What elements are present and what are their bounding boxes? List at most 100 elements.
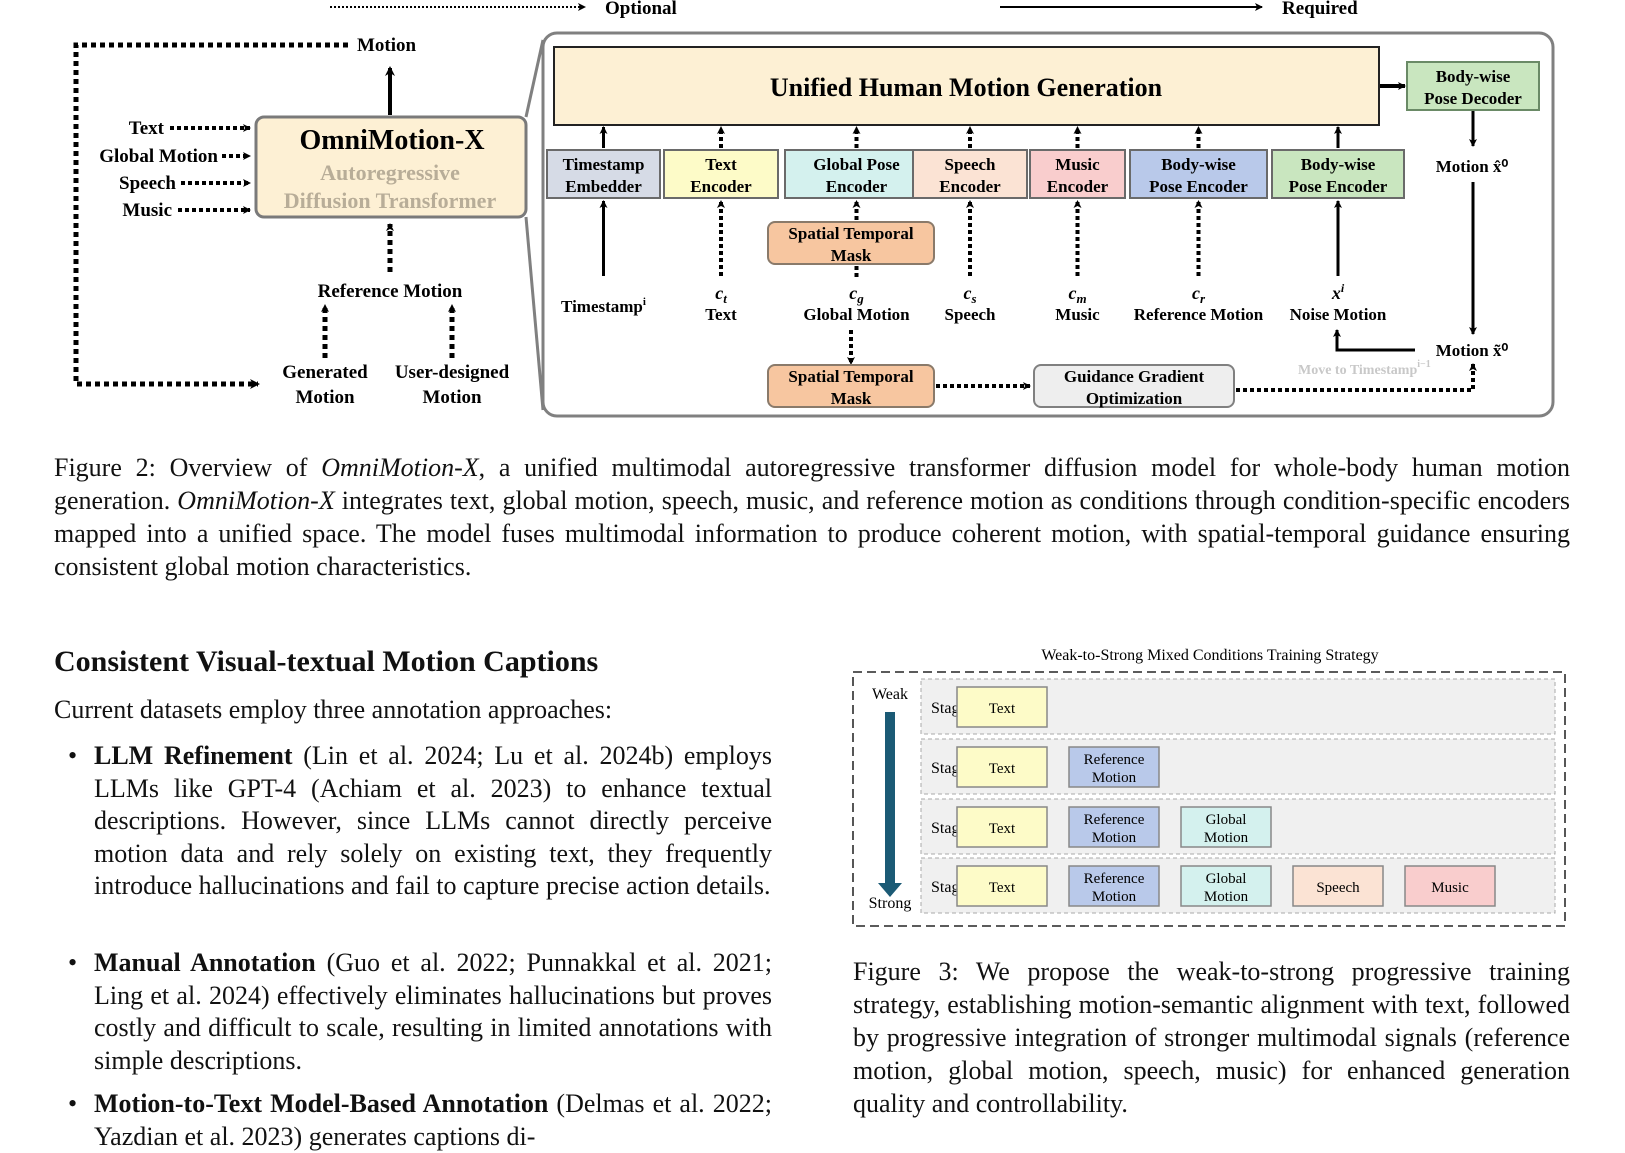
generated-motion-label-2: Motion <box>295 387 355 408</box>
condition-box-label: Reference <box>1084 812 1145 828</box>
input-label-text: Text <box>129 118 165 139</box>
guidance-label-2: Optimization <box>1086 389 1183 408</box>
pose-decoder-label-1: Body-wise <box>1436 67 1511 86</box>
encoder-box <box>546 149 661 199</box>
user-designed-motion-label-2: Motion <box>422 387 482 408</box>
condition-box-label: Reference <box>1084 752 1145 768</box>
condition-box <box>956 865 1048 907</box>
condition-symbol: cs <box>963 283 976 306</box>
feedback-loop-arrow <box>73 42 348 389</box>
condition-box <box>1404 865 1496 907</box>
condition-box-label: Text <box>989 701 1016 717</box>
bullet-motion-to-text: •Motion-to-Text Model-Based Annotation (… <box>68 1089 772 1151</box>
model-subtitle-1: Autoregressive <box>320 160 460 185</box>
condition-symbol: cm <box>1068 283 1086 306</box>
condition-label: Timestampi <box>561 296 646 316</box>
input-label-speech: Speech <box>119 173 176 194</box>
motion-tilde-label: Motion x̃⁰ <box>1436 341 1509 360</box>
generated-motion-label-1: Generated <box>282 362 368 383</box>
encoder-label-line1: Global Pose <box>813 155 900 174</box>
stm-top-label-1: Spatial Temporal <box>788 224 913 243</box>
condition-box-label: Motion <box>1092 889 1137 905</box>
user-designed-motion-label-1: User-designed <box>395 362 510 383</box>
bullet-icon: • <box>68 948 78 977</box>
condition-symbol: ct <box>715 283 727 306</box>
encoder-box <box>784 149 929 199</box>
guidance-gradient-box <box>1033 364 1235 408</box>
encoder-label-line2: Embedder <box>565 177 642 196</box>
guidance-label-1: Guidance Gradient <box>1064 367 1205 386</box>
section-heading: Consistent Visual-textual Motion Caption… <box>54 645 599 678</box>
encoder-box <box>1029 149 1126 199</box>
encoder-row: TimestampEmbedderTimestampiTextEncoderct… <box>546 126 1405 324</box>
condition-label: Noise Motion <box>1290 305 1387 324</box>
condition-box-label: Text <box>989 761 1016 777</box>
encoder-label-line1: Text <box>705 155 737 174</box>
pose-decoder-label-2: Pose Decoder <box>1424 89 1522 108</box>
condition-box-label: Motion <box>1204 889 1249 905</box>
condition-box <box>1068 806 1160 848</box>
detail-panel: Unified Human Motion Generation Body-wis… <box>541 31 1555 418</box>
condition-symbol: xi <box>1331 281 1345 303</box>
condition-box <box>1068 865 1160 907</box>
detail-panel-frame <box>541 31 1555 418</box>
figure-3-title: Weak-to-Strong Mixed Conditions Training… <box>1041 647 1378 664</box>
legend-optional: Optional <box>330 0 677 19</box>
condition-label: Music <box>1055 305 1100 324</box>
condition-label: Text <box>705 305 737 324</box>
condition-label: Reference Motion <box>1134 305 1264 324</box>
condition-box-label: Music <box>1431 880 1469 896</box>
bullet-llm-refinement: •LLM Refinement (Lin et al. 2024; Lu et … <box>68 741 772 900</box>
condition-box-label: Motion <box>1204 830 1249 846</box>
condition-label: Speech <box>945 305 997 324</box>
weak-to-strong-arrow-icon <box>878 712 902 897</box>
motion-hat-label: Motion x̂⁰ <box>1436 157 1509 176</box>
figure-2-caption: Figure 2: Overview of OmniMotion-X, a un… <box>54 453 1571 581</box>
encoder-label-line1: Music <box>1055 155 1100 174</box>
encoder-label-line2: Encoder <box>690 177 752 196</box>
unified-generation-box <box>553 46 1380 126</box>
encoder-box <box>1129 149 1268 199</box>
encoder-label-line1: Body-wise <box>1161 155 1236 174</box>
model-subtitle-2: Diffusion Transformer <box>284 188 497 213</box>
unified-generation-title: Unified Human Motion Generation <box>770 73 1163 102</box>
condition-box <box>956 746 1048 788</box>
condition-box <box>1292 865 1384 907</box>
figure-3-diagram: Weak-to-Strong Mixed Conditions Training… <box>852 647 1566 927</box>
condition-box-label: Text <box>989 880 1016 896</box>
figure-2-diagram: Optional Required Motion OmniMotion-X Au… <box>73 0 1555 418</box>
condition-box <box>1180 806 1272 848</box>
figure-3-caption: Figure 3: We propose the weak-to-strong … <box>853 957 1570 1118</box>
bullet-icon: • <box>68 741 78 770</box>
loop-back-arrow <box>1333 329 1415 352</box>
bullet-icon: • <box>68 1089 78 1118</box>
overview-panel: Motion OmniMotion-X Autoregressive Diffu… <box>73 35 545 411</box>
encoder-box <box>1271 149 1405 199</box>
legend-required: Required <box>1000 0 1358 19</box>
condition-box-label: Reference <box>1084 871 1145 887</box>
condition-box <box>956 806 1048 848</box>
spatial-temporal-mask-box-top <box>767 221 935 265</box>
encoder-label-line2: Encoder <box>826 177 888 196</box>
weak-label: Weak <box>872 686 908 703</box>
condition-box-label: Global <box>1206 812 1247 828</box>
encoder-label-line2: Pose Encoder <box>1289 177 1388 196</box>
encoder-box <box>912 149 1028 199</box>
input-label-global-motion: Global Motion <box>99 146 218 167</box>
reference-motion-label: Reference Motion <box>318 281 463 302</box>
condition-box-label: Text <box>989 821 1016 837</box>
encoder-label-line1: Timestamp <box>563 155 645 174</box>
condition-box <box>956 686 1048 728</box>
encoder-label-line1: Speech <box>945 155 997 174</box>
condition-box-label: Motion <box>1092 770 1137 786</box>
model-title: OmniMotion-X <box>299 125 484 156</box>
encoder-label-line2: Pose Encoder <box>1149 177 1248 196</box>
strong-label: Strong <box>869 895 912 912</box>
